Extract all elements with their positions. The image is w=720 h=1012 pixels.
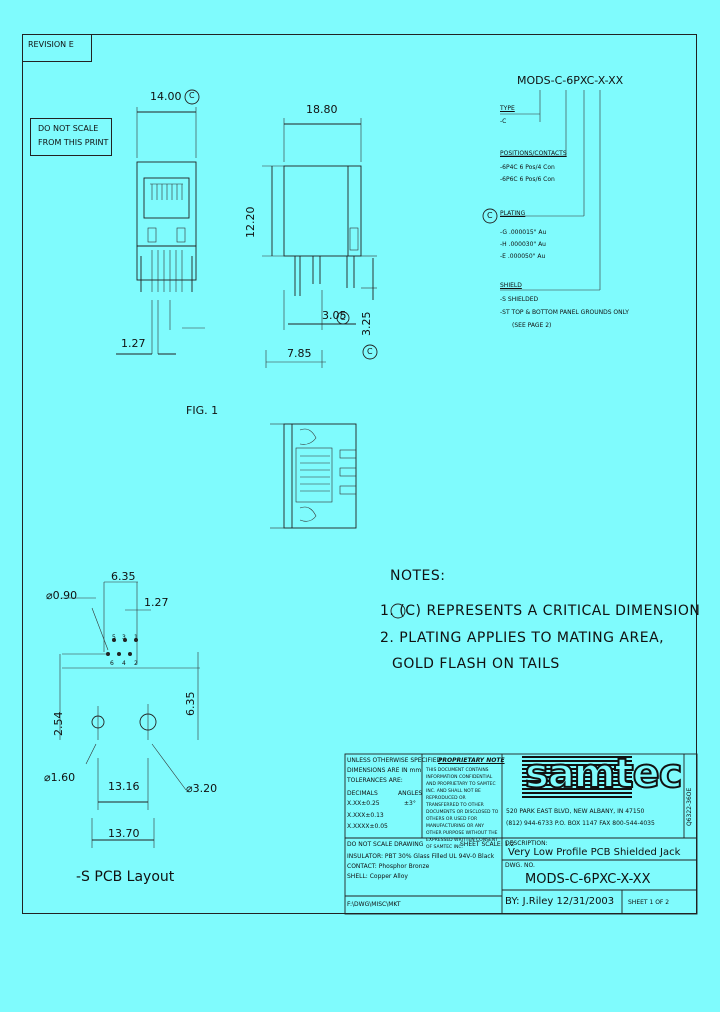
- critical-mark: C: [189, 91, 195, 100]
- critical-mark: C: [367, 347, 373, 356]
- description: Very Low Profile PCB Shielded Jack: [508, 847, 681, 858]
- pcb-pin-label: 4: [122, 660, 126, 667]
- samtec-logo: [522, 756, 632, 798]
- proprietary-text: THIS DOCUMENT CONTAINS INFORMATION CONFI…: [426, 768, 499, 850]
- side-code: Q6322-36OE: [686, 787, 693, 826]
- tol-line: X.XXXX±0.05: [347, 823, 388, 830]
- dim-tail-len: 3.25: [360, 311, 373, 337]
- dim-pitch-front: 1.27: [121, 337, 146, 350]
- description-label: DESCRIPTION:: [505, 840, 548, 847]
- positions-title: POSITIONS/CONTACTS: [500, 150, 567, 157]
- plating-item: -E .000050" Au: [500, 253, 546, 260]
- sheet-scale: SHEET SCALE: 1:2: [460, 841, 515, 848]
- pcb-layout-drawing: [59, 581, 200, 848]
- part-number-tree: [500, 90, 601, 291]
- positions-item: -6P6C 6 Pos/6 Con: [500, 176, 555, 183]
- tol-line: X.XXX±0.13: [347, 812, 384, 819]
- pcb-pin-label: 6: [110, 660, 114, 667]
- plating-item: -G .000015" Au: [500, 229, 547, 236]
- revision-label: REVISION E: [28, 40, 74, 49]
- pcb-pin-label: 1: [134, 634, 138, 641]
- address-line: (812) 944-6733 P.O. BOX 1147 FAX 800-544…: [506, 820, 655, 827]
- pcb-hole-320: ⌀3.20: [186, 782, 218, 795]
- tol-line: ANGLES: [398, 790, 423, 797]
- dim-width-side: 18.80: [306, 103, 338, 116]
- tol-line: ±3°: [404, 800, 416, 807]
- shield-title: SHIELD: [500, 282, 522, 289]
- pcb-hole-small: ⌀0.90: [46, 589, 78, 602]
- pcb-pin-label: 2: [134, 660, 138, 667]
- pcb-w-1316: 13.16: [108, 780, 140, 793]
- pcb-v-635: 6.35: [184, 691, 197, 717]
- dim-depth-offset: 7.85: [287, 347, 312, 360]
- critical-mark: C: [340, 313, 346, 322]
- pcb-pitch-a: 6.35: [111, 570, 136, 583]
- title-block-grid: [344, 753, 698, 915]
- dwg-label: DWG. NO.: [505, 862, 535, 869]
- brand-name: samtec: [524, 751, 683, 797]
- plating-item: -H .000030" Au: [500, 241, 546, 248]
- pcb-pin-label: 5: [112, 634, 116, 641]
- drawing-frame: [22, 34, 697, 914]
- pcb-pin-label: 3: [122, 634, 126, 641]
- dim-height-side: 12.20: [244, 206, 257, 239]
- type-title: TYPE: [500, 105, 515, 112]
- sheet-number: SHEET 1 OF 2: [628, 899, 670, 906]
- side-view: [262, 118, 377, 368]
- shield-item: -S SHIELDED: [500, 296, 539, 303]
- dim-tail-offset: 3.05: [322, 309, 347, 322]
- note-item: GOLD FLASH ON TAILS: [392, 656, 560, 672]
- top-view: [270, 423, 357, 529]
- drawn-by: BY: J.Riley 12/31/2003: [505, 896, 615, 907]
- do-not-scale-line1: DO NOT SCALE: [38, 124, 99, 133]
- dim-width-front: 14.00: [150, 90, 182, 103]
- pcb-v-254: 2.54: [52, 711, 65, 737]
- pcb-hole-160: ⌀1.60: [44, 771, 76, 784]
- address-line: 520 PARK EAST BLVD, NEW ALBANY, IN 47150: [506, 808, 645, 815]
- file-path: F:\DWG\MISC\MKT: [347, 901, 401, 908]
- tol-line: UNLESS OTHERWISE SPECIFIED: [347, 757, 442, 764]
- pcb-caption: -S PCB Layout: [76, 869, 175, 885]
- material-line: CONTACT: Phosphor Bronze: [347, 863, 430, 870]
- critical-mark: C: [487, 211, 493, 220]
- shield-item: (SEE PAGE 2): [512, 322, 552, 329]
- notes-title: NOTES:: [390, 568, 446, 584]
- front-view: [116, 107, 205, 355]
- part-number-code: MODS-C-6PXC-X-XX: [517, 74, 624, 87]
- plating-title: PLATING: [500, 210, 526, 217]
- shield-item: -ST TOP & BOTTOM PANEL GROUNDS ONLY: [500, 309, 629, 316]
- material-line: DO NOT SCALE DRAWING: [347, 841, 424, 848]
- dwg-no: MODS-C-6PXC-X-XX: [525, 872, 651, 887]
- positions-item: -6P4C 6 Pos/4 Con: [500, 164, 555, 171]
- pcb-w-1370: 13.70: [108, 827, 140, 840]
- do-not-scale-box: [30, 118, 112, 156]
- tol-line: TOLERANCES ARE:: [347, 777, 403, 784]
- do-not-scale-line2: FROM THIS PRINT: [38, 138, 109, 147]
- material-line: SHELL: Copper Alloy: [347, 873, 408, 880]
- type-value: -C: [500, 118, 507, 125]
- revision-box: [22, 34, 92, 62]
- note-item: 2. PLATING APPLIES TO MATING AREA,: [380, 630, 665, 646]
- tol-line: DIMENSIONS ARE IN mm: [347, 767, 422, 774]
- tol-line: X.XX±0.25: [347, 800, 380, 807]
- fig-label: FIG. 1: [186, 404, 219, 417]
- note-item: 1. (C) REPRESENTS A CRITICAL DIMENSION: [380, 603, 701, 619]
- pcb-pitch-b: 1.27: [144, 596, 169, 609]
- material-line: INSULATOR: PBT 30% Glass Filled UL 94V-0…: [347, 853, 495, 860]
- tol-line: DECIMALS: [347, 790, 378, 797]
- proprietary-title: PROPRIETARY NOTE: [438, 757, 505, 764]
